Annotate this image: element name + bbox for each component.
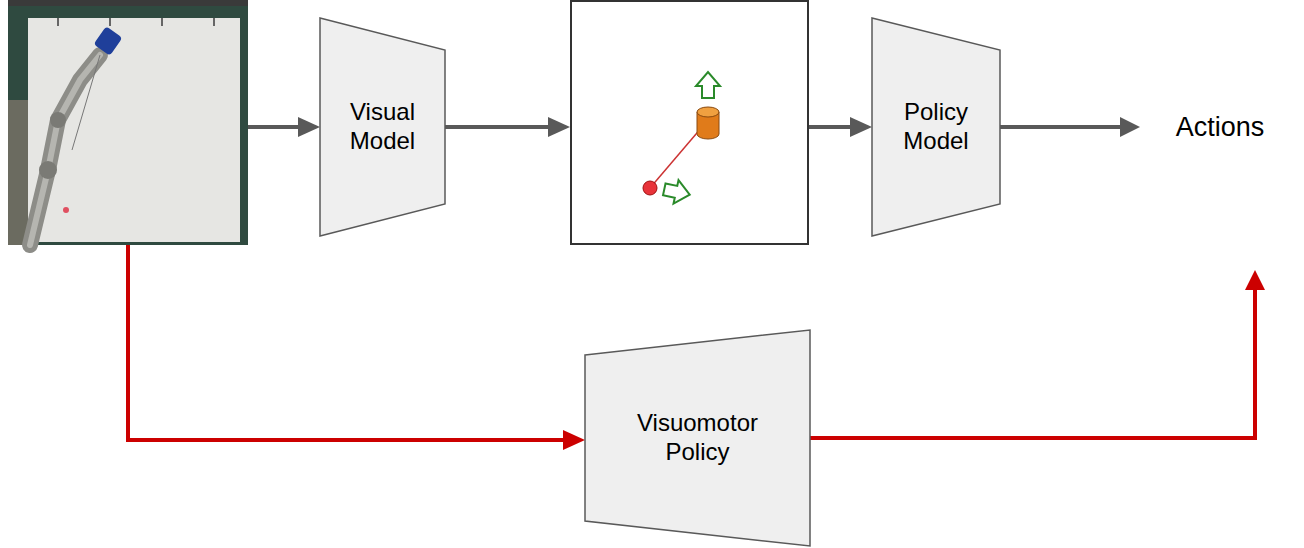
arrowhead	[1120, 117, 1140, 137]
flow-connector	[810, 270, 1265, 438]
process-trapezoid: Visuomotor Policy	[585, 330, 810, 546]
arrowhead	[1245, 270, 1265, 290]
process-trapezoid: Visual Model	[320, 18, 445, 236]
node-label: Policy Model	[891, 98, 981, 156]
process-trapezoid: Policy Model	[872, 18, 1000, 236]
node-label: Visuomotor Policy	[628, 409, 768, 467]
flow-connector	[1000, 117, 1140, 137]
node-label: Visual Model	[338, 98, 428, 156]
connector-line	[1000, 125, 1120, 129]
robot-photo	[8, 0, 248, 245]
state-illustration	[571, 1, 808, 244]
node-label: Actions	[1176, 111, 1265, 143]
output-label: Actions	[1140, 105, 1300, 270]
connector-line	[810, 290, 1255, 438]
bypass-arrow	[128, 245, 585, 450]
